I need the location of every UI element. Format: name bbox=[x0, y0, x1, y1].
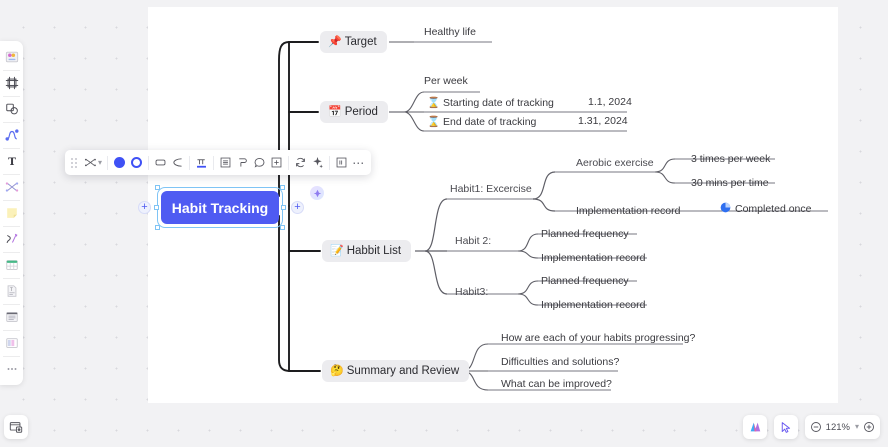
toolbar-divider bbox=[107, 155, 109, 170]
toolbar-divider bbox=[329, 155, 331, 170]
mindmap-node-target[interactable]: 📌 Target bbox=[320, 31, 387, 53]
mindmap-leaf-per-week[interactable]: Per week bbox=[424, 75, 468, 87]
svg-text:T: T bbox=[9, 287, 13, 292]
node-label: Period bbox=[344, 106, 378, 118]
toolbar-divider bbox=[288, 155, 290, 170]
shape-icon[interactable] bbox=[152, 152, 169, 173]
list-icon[interactable] bbox=[0, 304, 23, 330]
add-child-icon[interactable] bbox=[268, 152, 285, 173]
thinking-face-icon: 🤔 bbox=[330, 364, 344, 377]
shapes-icon[interactable] bbox=[0, 96, 23, 122]
resize-handle-left[interactable] bbox=[154, 204, 159, 210]
mindmap-leaf-difficulties-and-solutions[interactable]: Difficulties and solutions? bbox=[501, 356, 620, 368]
text-icon[interactable]: T bbox=[0, 148, 23, 174]
text-align-icon[interactable] bbox=[217, 152, 234, 173]
mindmap-leaf-implementation-record-habit2[interactable]: Implementation record bbox=[541, 252, 646, 264]
pen-icon[interactable] bbox=[0, 226, 23, 252]
mindmap-leaf-implementation-record-habit1[interactable]: Implementation record bbox=[576, 205, 681, 217]
kanban-icon[interactable] bbox=[0, 330, 23, 356]
mindmap-leaf-starting-date-value[interactable]: 1.1, 2024 bbox=[588, 96, 632, 108]
toolbar-drag-handle[interactable] bbox=[69, 156, 79, 170]
mindmap-leaf-30-mins-per-time[interactable]: 30 mins per time bbox=[691, 177, 769, 189]
svg-text:T: T bbox=[8, 156, 16, 168]
node-label: Target bbox=[344, 36, 377, 48]
calendar-icon: 📅 bbox=[328, 105, 342, 118]
mindmap-node-period[interactable]: 📅 Period bbox=[320, 101, 388, 123]
fill-color-solid-swatch[interactable] bbox=[111, 152, 128, 173]
mindmap-node-summary-and-review[interactable]: 🤔 Summary and Review bbox=[322, 360, 470, 382]
ai-sparkle-icon[interactable] bbox=[310, 186, 324, 200]
resize-handle-top-right[interactable] bbox=[280, 185, 285, 190]
more-options-icon[interactable]: ⋯ bbox=[352, 155, 365, 170]
connector-icon[interactable] bbox=[0, 122, 23, 148]
node-label: Habbit List bbox=[346, 245, 402, 257]
zoom-controls[interactable]: 121% ▾ bbox=[804, 415, 880, 439]
line-style-icon[interactable] bbox=[169, 152, 186, 173]
resize-handle-right[interactable] bbox=[281, 204, 286, 210]
refresh-icon[interactable] bbox=[292, 152, 309, 173]
resize-handle-top-left[interactable] bbox=[155, 185, 160, 190]
mindmap-node-habbit-list[interactable]: 📝 Habbit List bbox=[322, 240, 412, 262]
mindmap-leaf-habits-progressing[interactable]: How are each of your habits progressing? bbox=[501, 332, 696, 344]
resize-handle-bottom-left[interactable] bbox=[155, 225, 160, 230]
resize-handle-bottom-right[interactable] bbox=[280, 225, 285, 230]
ai-button[interactable] bbox=[742, 415, 767, 439]
mindmap-leaf-starting-date[interactable]: ⌛ Starting date of tracking bbox=[427, 97, 554, 109]
mindmap-leaf-habit1[interactable]: Habit1: Excercise bbox=[450, 183, 532, 195]
chevron-down-icon[interactable]: ▾ bbox=[854, 422, 859, 431]
mindmap-leaf-end-date-value[interactable]: 1.31, 2024 bbox=[578, 115, 628, 127]
node-label: Summary and Review bbox=[346, 365, 460, 377]
mindmap-leaf-aerobic-exercise[interactable]: Aerobic exercise bbox=[576, 157, 654, 169]
presentation-icon[interactable] bbox=[4, 415, 28, 439]
zoom-in-icon[interactable] bbox=[863, 421, 875, 433]
border-color-ring-swatch[interactable] bbox=[128, 152, 145, 173]
layout-icon[interactable]: ▾ bbox=[82, 152, 104, 173]
left-toolbar[interactable]: T T bbox=[0, 41, 23, 385]
add-node-left-button[interactable]: + bbox=[138, 201, 151, 214]
toolbar-divider bbox=[148, 155, 150, 170]
mindmap-leaf-healthy-life[interactable]: Healthy life bbox=[424, 26, 476, 38]
toolbar-divider bbox=[189, 155, 191, 170]
mindmap-leaf-planned-frequency-habit2[interactable]: Planned frequency bbox=[541, 228, 629, 240]
pointer-tool-button[interactable] bbox=[773, 415, 798, 439]
zoom-out-icon[interactable] bbox=[810, 421, 822, 433]
text-color-icon[interactable] bbox=[193, 152, 210, 173]
mindmap-icon[interactable] bbox=[0, 174, 23, 200]
mindmap-leaf-3-times-per-week[interactable]: 3 times per week bbox=[691, 153, 771, 165]
toolbar-divider bbox=[213, 155, 215, 170]
table-icon[interactable] bbox=[0, 252, 23, 278]
sticky-note-icon[interactable] bbox=[0, 200, 23, 226]
mindmap-leaf-habit3[interactable]: Habit3: bbox=[455, 286, 489, 298]
chevron-down-icon: ▾ bbox=[98, 157, 103, 167]
mindmap-leaf-habit2[interactable]: Habit 2: bbox=[455, 235, 492, 247]
mindmap-leaf-end-date[interactable]: ⌛ End date of tracking bbox=[427, 116, 537, 128]
mindmap-leaf-what-can-be-improved[interactable]: What can be improved? bbox=[501, 378, 612, 390]
frame-icon[interactable] bbox=[0, 70, 23, 96]
more-tools-icon[interactable] bbox=[0, 356, 23, 382]
tag-icon[interactable] bbox=[234, 152, 251, 173]
zoom-level-label[interactable]: 121% bbox=[825, 421, 850, 433]
habit1-status-label: Completed once bbox=[735, 203, 812, 215]
memo-icon: 📝 bbox=[330, 244, 344, 257]
pin-icon: 📌 bbox=[328, 35, 342, 48]
add-node-right-button[interactable]: + bbox=[291, 201, 304, 214]
mindmap-leaf-habit1-status[interactable]: Completed once bbox=[720, 202, 811, 216]
ai-sparkle-icon[interactable] bbox=[309, 152, 326, 173]
mindmap-leaf-planned-frequency-habit3[interactable]: Planned frequency bbox=[541, 275, 629, 287]
central-node-label: Habit Tracking bbox=[171, 199, 269, 216]
pie-progress-icon bbox=[720, 202, 731, 216]
bottom-right-controls[interactable]: 121% ▾ bbox=[742, 415, 880, 439]
templates-icon[interactable] bbox=[0, 44, 23, 70]
mindmap-central-node[interactable]: Habit Tracking bbox=[154, 185, 286, 230]
document-icon[interactable]: T bbox=[0, 278, 23, 304]
note-icon[interactable] bbox=[333, 152, 350, 173]
format-toolbar[interactable]: ▾ bbox=[65, 150, 372, 175]
mindmap-leaf-implementation-record-habit3[interactable]: Implementation record bbox=[541, 299, 646, 311]
comment-icon[interactable] bbox=[251, 152, 268, 173]
